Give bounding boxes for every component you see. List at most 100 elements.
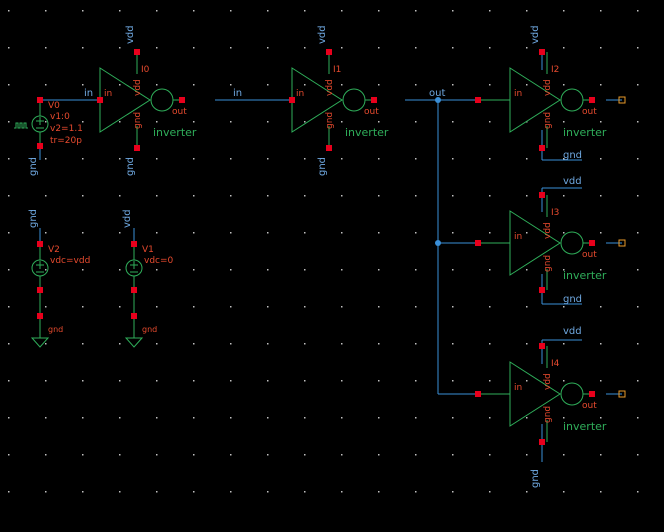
grid-dot	[82, 306, 84, 308]
grid-dot	[637, 10, 639, 12]
pulse-source-v0[interactable]: V0 v1:0 v2=1.1 tr=20p	[14, 97, 83, 149]
pin[interactable]	[134, 145, 140, 151]
grid-dot	[8, 47, 10, 49]
grid-dot	[304, 417, 306, 419]
inverter-pin-label-out: out	[172, 107, 187, 117]
grid-dot	[230, 380, 232, 382]
source-param-v2: vdc=vdd	[50, 256, 90, 266]
output-terminal-icon[interactable]	[618, 96, 626, 104]
grid-dot	[489, 195, 491, 197]
output-terminal-icon[interactable]	[618, 239, 626, 247]
grid-dot	[304, 158, 306, 160]
pin[interactable]	[37, 143, 43, 149]
dc-source-v2[interactable]: V2 vdc=vdd gnd	[30, 241, 90, 348]
dc-source-v1[interactable]: V1 vdc=0 gnd	[124, 241, 174, 348]
grid-dot	[82, 269, 84, 271]
grid-dot	[526, 417, 528, 419]
inverter-cell-name: inverter	[563, 420, 607, 433]
grid-dot	[156, 491, 158, 493]
grid-dot	[489, 232, 491, 234]
pin[interactable]	[326, 49, 332, 55]
grid-dot	[230, 158, 232, 160]
pin[interactable]	[37, 97, 43, 103]
grid-dot	[156, 454, 158, 456]
grid-dot	[341, 121, 343, 123]
grid-dot	[563, 158, 565, 160]
grid-dot	[45, 121, 47, 123]
grid-dot	[193, 232, 195, 234]
net-label-vdd-i4: vdd	[563, 326, 582, 337]
grid-dot	[82, 158, 84, 160]
grid-dot	[304, 269, 306, 271]
grid-dot	[230, 10, 232, 12]
grid-dot	[341, 269, 343, 271]
grid-dot	[415, 491, 417, 493]
pin[interactable]	[179, 97, 185, 103]
inverter-instance-name: I0	[141, 65, 150, 75]
pin[interactable]	[539, 145, 545, 151]
grid-dot	[341, 84, 343, 86]
pin[interactable]	[539, 49, 545, 55]
pin[interactable]	[475, 240, 481, 246]
grid-dot	[156, 121, 158, 123]
grid-dot	[230, 269, 232, 271]
inverter-instance-name: I2	[551, 65, 559, 75]
pin[interactable]	[131, 313, 137, 319]
grid-dot	[8, 343, 10, 345]
grid-dot	[452, 306, 454, 308]
pin[interactable]	[589, 97, 595, 103]
pin[interactable]	[134, 49, 140, 55]
grid-dot	[526, 158, 528, 160]
pin[interactable]	[475, 97, 481, 103]
pin[interactable]	[37, 313, 43, 319]
grid-dot	[45, 47, 47, 49]
grid-dot	[156, 232, 158, 234]
grid-dot	[230, 454, 232, 456]
output-terminal-icon[interactable]	[618, 390, 626, 398]
grid-dot	[82, 232, 84, 234]
inverter-instance-name: I1	[333, 65, 341, 75]
grid-dot	[45, 417, 47, 419]
grid-dot	[304, 47, 306, 49]
pin[interactable]	[289, 97, 295, 103]
pin[interactable]	[37, 287, 43, 293]
pin[interactable]	[589, 391, 595, 397]
grid-dot	[415, 417, 417, 419]
pin[interactable]	[539, 439, 545, 445]
inverter-pin-label-in: in	[296, 89, 304, 99]
inverter-bubble	[560, 231, 584, 255]
pin[interactable]	[371, 97, 377, 103]
pin[interactable]	[539, 343, 545, 349]
pin[interactable]	[589, 240, 595, 246]
grid-dot	[415, 47, 417, 49]
grid-dot	[637, 269, 639, 271]
grid-dot	[341, 380, 343, 382]
net-label-in-2: in	[233, 88, 242, 99]
pin[interactable]	[475, 391, 481, 397]
grid-dot	[563, 232, 565, 234]
pin[interactable]	[539, 287, 545, 293]
pin[interactable]	[326, 145, 332, 151]
grid-dot	[378, 269, 380, 271]
grid-dot	[8, 158, 10, 160]
grid-dot	[600, 195, 602, 197]
grid-dot	[600, 454, 602, 456]
grid-dot	[267, 232, 269, 234]
grid-dot	[119, 121, 121, 123]
pin[interactable]	[131, 241, 137, 247]
pin[interactable]	[131, 287, 137, 293]
inverter-instance-name: I3	[551, 208, 559, 218]
grid-dot	[267, 158, 269, 160]
pin[interactable]	[97, 97, 103, 103]
pin[interactable]	[539, 192, 545, 198]
grid-dot	[563, 269, 565, 271]
grid-dot	[193, 343, 195, 345]
grid-dot	[119, 232, 121, 234]
pin[interactable]	[37, 241, 43, 247]
